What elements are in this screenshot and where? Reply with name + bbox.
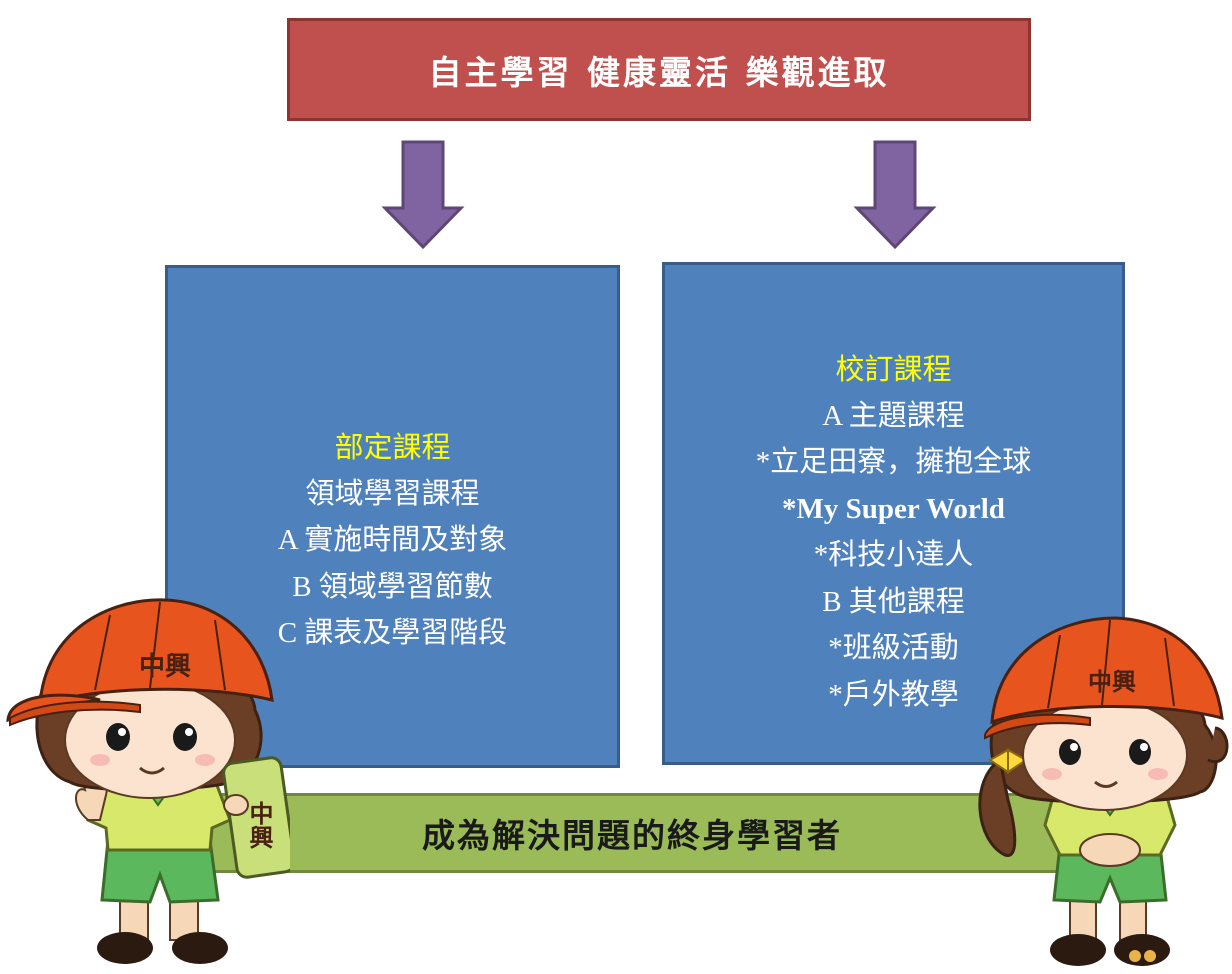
goal-bar: 成為解決問題的終身學習者 xyxy=(175,793,1089,873)
box-line: *科技小達人 xyxy=(813,539,974,571)
motto-text: 自主學習 健康靈活 樂觀進取 xyxy=(428,52,890,92)
box-line: B 領域學習節數 xyxy=(292,570,493,603)
box-line: *立足田寮，擁抱全球 xyxy=(755,446,1032,478)
mascot-boy-illustration: 中興 中興 xyxy=(6,598,290,964)
down-arrow-icon xyxy=(853,140,937,250)
box-line: *My Super World xyxy=(782,492,1005,525)
box-line: *戶外教學 xyxy=(828,678,959,711)
cap-text: 中興 xyxy=(139,652,191,682)
box-title: 部定課程 xyxy=(334,430,451,464)
box-line: A 主題課程 xyxy=(822,399,965,432)
school-curriculum-box: 校訂課程 A 主題課程 *立足田寮，擁抱全球 *My Super World *… xyxy=(662,262,1125,765)
box-line: 領域學習課程 xyxy=(305,477,480,510)
sign-text: 中興 xyxy=(245,801,273,850)
box-line: *班級活動 xyxy=(828,632,959,664)
down-arrow-icon xyxy=(381,140,465,250)
goal-text: 成為解決問題的終身學習者 xyxy=(422,816,842,855)
mascot-girl-illustration: 中興 xyxy=(978,616,1229,966)
box-line: A 實施時間及對象 xyxy=(277,524,508,556)
cap-text: 中興 xyxy=(1088,668,1136,696)
motto-banner: 自主學習 健康靈活 樂觀進取 xyxy=(287,18,1031,121)
box-line: B 其他課程 xyxy=(822,585,965,618)
box-line: C 課表及學習階段 xyxy=(277,617,508,649)
box-title: 校訂課程 xyxy=(835,352,952,386)
